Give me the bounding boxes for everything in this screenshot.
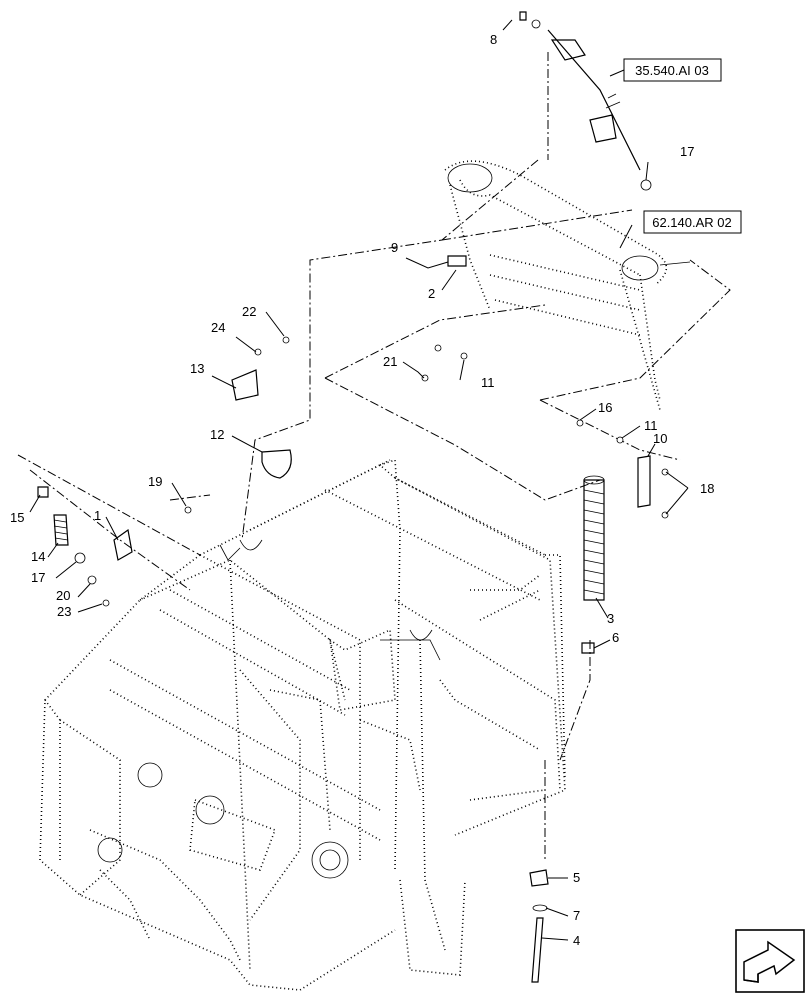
callout-17-left: 17 — [31, 570, 45, 585]
reference-label-35540: 35.540.AI 03 — [635, 63, 709, 78]
callout-22: 22 — [242, 304, 256, 319]
callout-20: 20 — [56, 588, 70, 603]
callout-15: 15 — [10, 510, 24, 525]
callouts: 8 17 9 2 22 24 21 11 13 16 11 12 10 19 1… — [10, 32, 714, 948]
tension-arm-assembly — [444, 160, 691, 411]
callout-16: 16 — [598, 400, 612, 415]
callout-5: 5 — [573, 870, 580, 885]
callout-6: 6 — [612, 630, 619, 645]
callout-1: 1 — [94, 508, 101, 523]
callout-7: 7 — [573, 908, 580, 923]
spring-part-3 — [583, 475, 605, 601]
spring-part-14 — [53, 514, 69, 546]
callout-21: 21 — [383, 354, 397, 369]
callout-19: 19 — [148, 474, 162, 489]
callout-10: 10 — [653, 431, 667, 446]
hardware-parts — [37, 11, 669, 983]
callout-8: 8 — [490, 32, 497, 47]
callout-24: 24 — [211, 320, 225, 335]
callout-11-upper: 11 — [481, 375, 495, 390]
arrow-nav-icon[interactable] — [735, 929, 805, 993]
callout-14: 14 — [31, 549, 45, 564]
callout-11-lower: 11 — [644, 418, 658, 433]
reference-box-35540[interactable]: 35.540.AI 03 — [609, 58, 722, 82]
reference-label-62140: 62.140.AR 02 — [652, 215, 732, 230]
assembly-lines — [17, 52, 731, 860]
callout-18: 18 — [700, 481, 714, 496]
callout-9: 9 — [391, 240, 398, 255]
leader-lines — [29, 19, 689, 941]
callout-12: 12 — [210, 427, 224, 442]
callout-13: 13 — [190, 361, 204, 376]
callout-17-top: 17 — [680, 144, 694, 159]
callout-2: 2 — [428, 286, 435, 301]
callout-4: 4 — [573, 933, 580, 948]
baler-frame — [39, 458, 566, 991]
callout-23: 23 — [57, 604, 71, 619]
reference-box-62140[interactable]: 62.140.AR 02 — [643, 210, 742, 234]
callout-3: 3 — [607, 611, 614, 626]
